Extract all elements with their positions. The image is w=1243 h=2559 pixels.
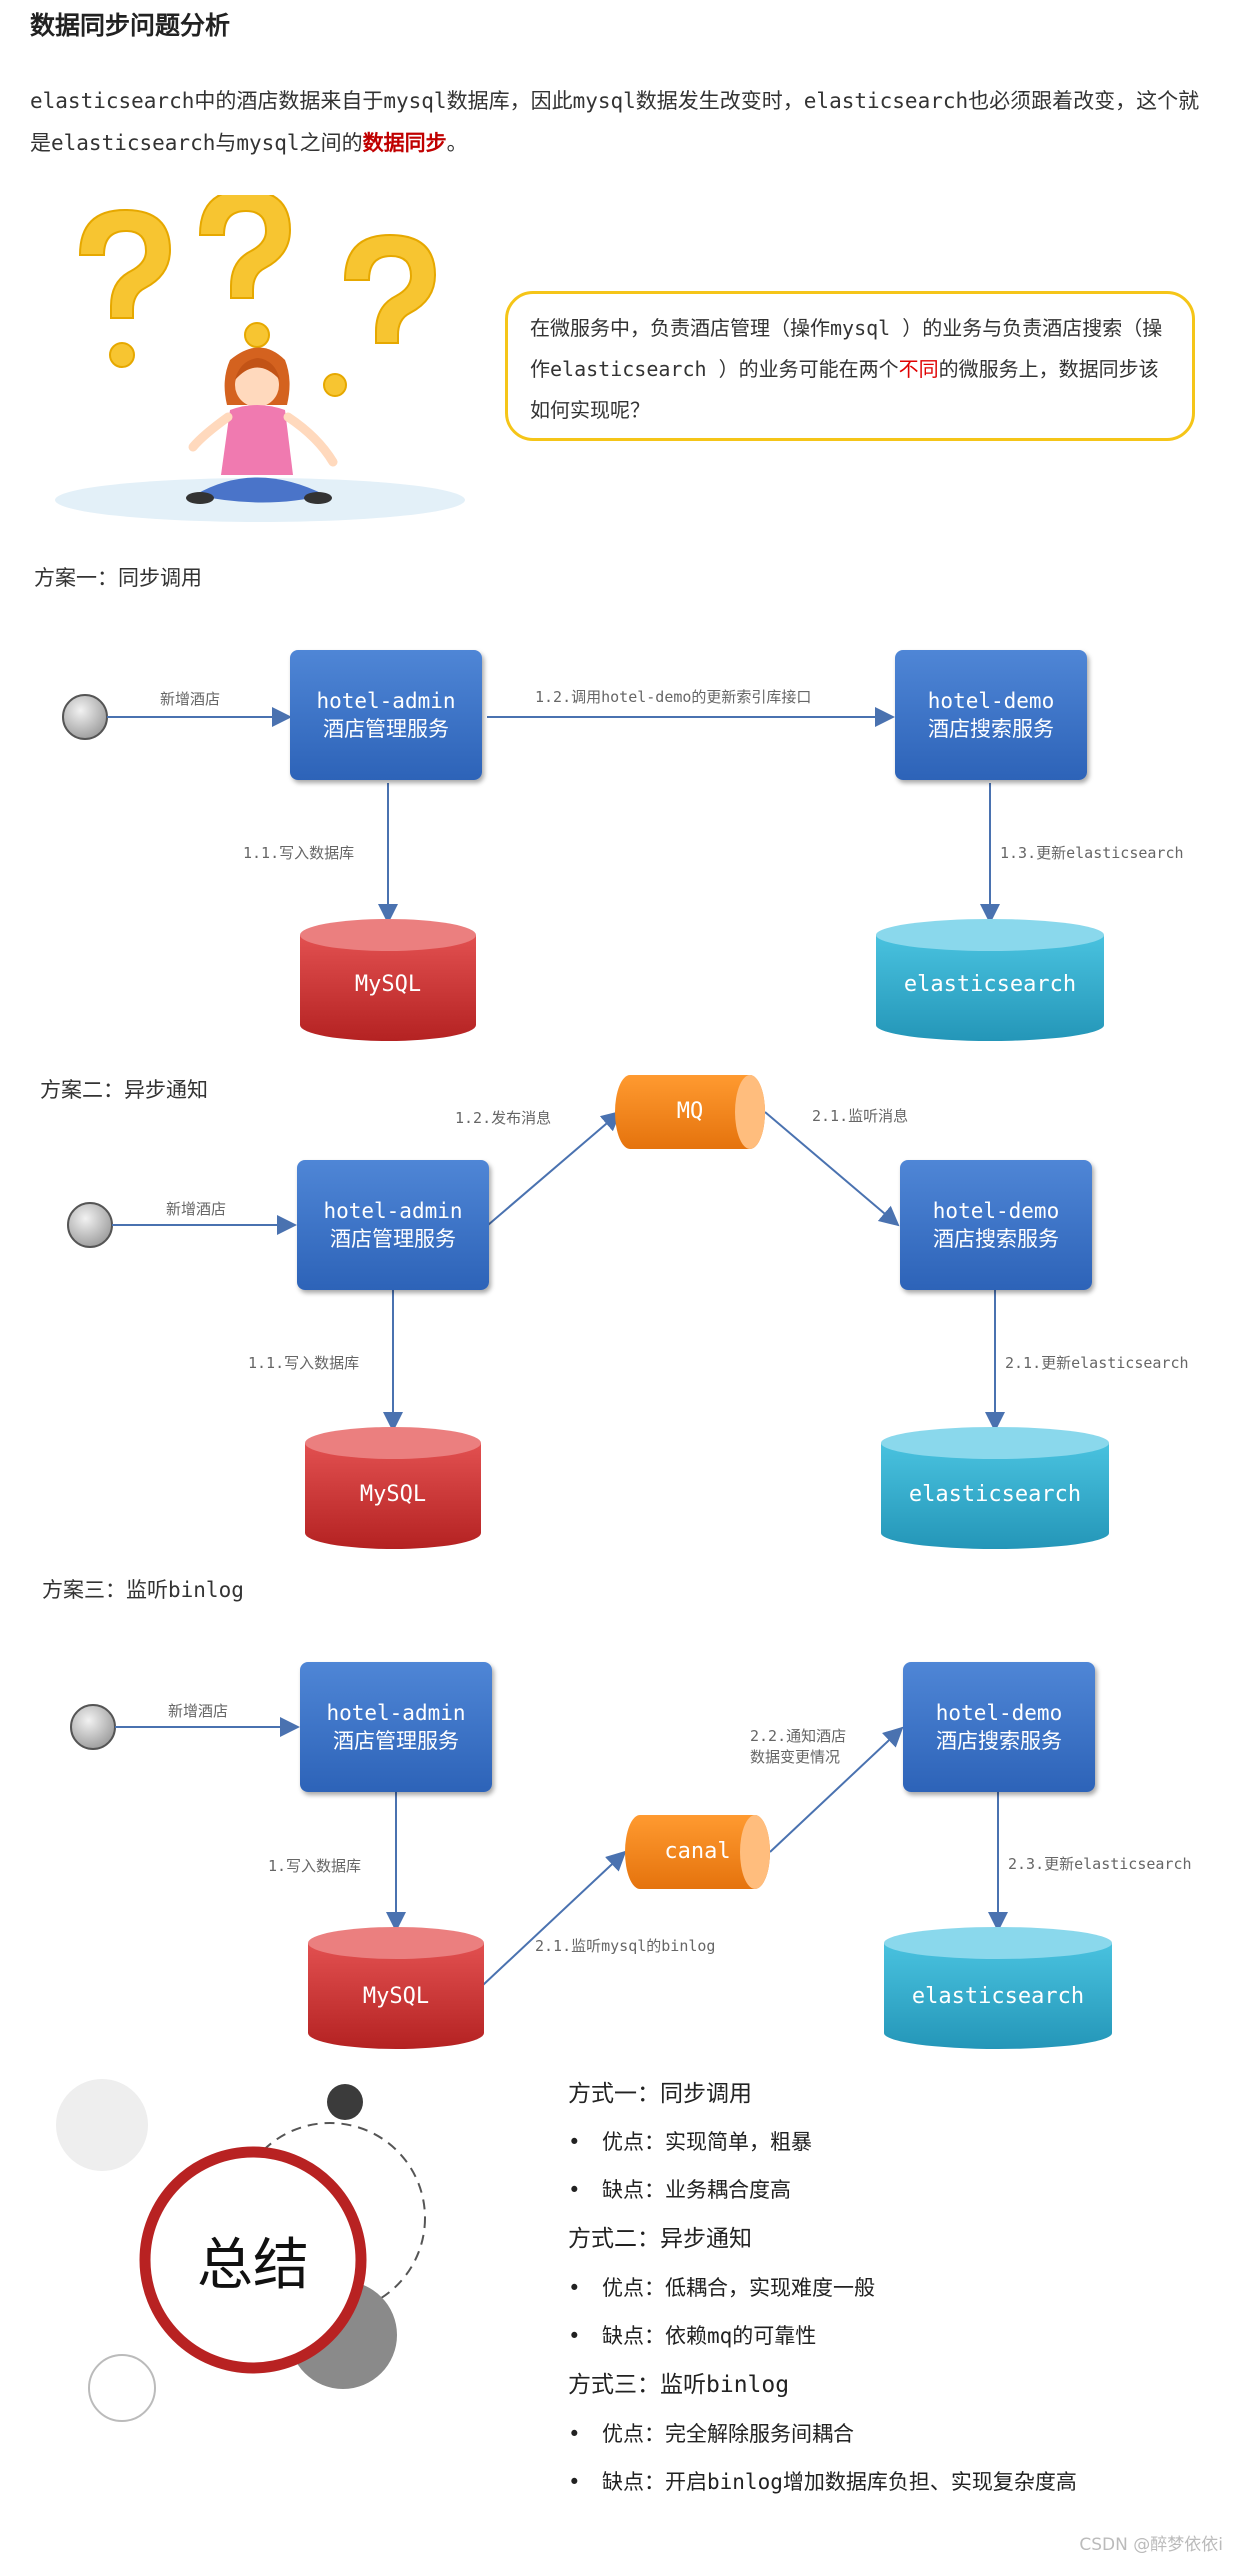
- service-name: hotel-admin: [323, 1199, 463, 1223]
- plan-3-canal: canal: [664, 1839, 731, 1864]
- plan-3-hotel-admin-service: hotel-admin 酒店管理服务: [300, 1662, 492, 1792]
- plan-2-diagram: [67, 1075, 1109, 1549]
- service-desc: 酒店搜索服务: [933, 1227, 1059, 1251]
- service-desc: 酒店管理服务: [330, 1227, 456, 1251]
- page-title: 数据同步问题分析: [30, 11, 231, 40]
- plan-1-hotel-admin-service: hotel-admin 酒店管理服务: [290, 650, 482, 780]
- plan-1-write-label: 1.1.写入数据库: [243, 844, 355, 862]
- plan-2-mysql-db: MySQL: [359, 1482, 427, 1507]
- bubble-highlight: 不同: [898, 357, 939, 381]
- summary-head-3: 方式三：监听binlog: [568, 2372, 790, 2398]
- summary-item: •优点：实现简单，粗暴: [568, 2130, 812, 2154]
- service-name: hotel-demo: [935, 1701, 1063, 1725]
- plan-1-elasticsearch-db: elasticsearch: [903, 972, 1077, 997]
- plan-3-diagram: [70, 1704, 1112, 2049]
- service-name: hotel-demo: [932, 1199, 1060, 1223]
- plan-1-call-label: 1.2.调用hotel-demo的更新索引库接口: [535, 688, 812, 706]
- summary-item: •优点：低耦合，实现难度一般: [568, 2276, 875, 2300]
- summary-badge: 总结: [197, 2233, 309, 2298]
- intro-text-2: 。: [446, 131, 468, 155]
- question-girl-illustration: [55, 195, 465, 522]
- bubble-text-1: 在微服务中，负责酒店管理（操作mysql ）的业务与负责酒店搜索（操作elast…: [530, 316, 1163, 381]
- summary-item: •缺点：业务耦合度高: [568, 2178, 791, 2202]
- plan-1-title: 方案一：同步调用: [34, 566, 202, 590]
- intro-text-1: elasticsearch中的酒店数据来自于mysql数据库，因此mysql数据…: [30, 89, 1200, 155]
- plan-2-publish-label: 1.2.发布消息: [455, 1109, 552, 1127]
- plan-2-update-label: 2.1.更新elasticsearch: [1005, 1354, 1189, 1372]
- service-name: hotel-admin: [316, 689, 456, 713]
- plan-3-title: 方案三：监听binlog: [42, 1578, 244, 1602]
- question-bubble: 在微服务中，负责酒店管理（操作mysql ）的业务与负责酒店搜索（操作elast…: [505, 291, 1195, 441]
- intro-highlight: 数据同步: [362, 131, 447, 155]
- plan-3-binlog-label: 2.1.监听mysql的binlog: [535, 1937, 716, 1955]
- summary-item: •缺点：依赖mq的可靠性: [568, 2324, 817, 2348]
- summary-item: •缺点：开启binlog增加数据库负担、实现复杂度高: [568, 2470, 1077, 2494]
- plan-3-hotel-demo-service: hotel-demo 酒店搜索服务: [903, 1662, 1095, 1792]
- plan-1-diagram: [62, 694, 1104, 1041]
- plan-2-write-label: 1.1.写入数据库: [248, 1354, 360, 1372]
- plan-3-notify-label-2: 数据变更情况: [750, 1748, 841, 1766]
- service-name: hotel-admin: [326, 1701, 466, 1725]
- service-name: hotel-demo: [927, 689, 1055, 713]
- bubble-text-2: 的微服务上，数据同步该如何实现呢？: [530, 357, 1159, 422]
- plan-1-start-label: 新增酒店: [160, 690, 221, 708]
- summary-item: •优点：完全解除服务间耦合: [568, 2422, 854, 2446]
- plan-2-elasticsearch-db: elasticsearch: [908, 1482, 1082, 1507]
- plan-3-start-label: 新增酒店: [168, 1702, 229, 1720]
- service-desc: 酒店搜索服务: [936, 1729, 1062, 1753]
- summary-graphic: [56, 2079, 426, 2422]
- plan-1-hotel-demo-service: hotel-demo 酒店搜索服务: [895, 650, 1087, 780]
- plan-2-title: 方案二：异步通知: [40, 1078, 208, 1102]
- plan-3-mysql-db: MySQL: [362, 1984, 430, 2009]
- plan-2-start-label: 新增酒店: [166, 1200, 227, 1218]
- summary-head-1: 方式一：同步调用: [568, 2081, 752, 2107]
- plan-2-mq: MQ: [676, 1099, 704, 1124]
- plan-2-listen-label: 2.1.监听消息: [812, 1107, 909, 1125]
- plan-1-update-label: 1.3.更新elasticsearch: [1000, 844, 1184, 862]
- plan-3-elasticsearch-db: elasticsearch: [911, 1984, 1085, 2009]
- plan-3-update-label: 2.3.更新elasticsearch: [1008, 1855, 1192, 1873]
- watermark: CSDN @醉梦依依i: [1079, 2535, 1223, 2555]
- plan-3-notify-label-1: 2.2.通知酒店: [750, 1727, 847, 1745]
- service-desc: 酒店搜索服务: [928, 717, 1054, 741]
- summary-head-2: 方式二：异步通知: [568, 2226, 752, 2252]
- summary-list: 方式一：同步调用 •优点：实现简单，粗暴 •缺点：业务耦合度高 方式二：异步通知…: [568, 2070, 1228, 2506]
- service-desc: 酒店管理服务: [323, 717, 449, 741]
- plan-1-mysql-db: MySQL: [354, 972, 422, 997]
- plan-2-hotel-demo-service: hotel-demo 酒店搜索服务: [900, 1160, 1092, 1290]
- intro-paragraph: elasticsearch中的酒店数据来自于mysql数据库，因此mysql数据…: [30, 80, 1220, 164]
- service-desc: 酒店管理服务: [333, 1729, 459, 1753]
- plan-2-hotel-admin-service: hotel-admin 酒店管理服务: [297, 1160, 489, 1290]
- plan-3-write-label: 1.写入数据库: [268, 1857, 362, 1875]
